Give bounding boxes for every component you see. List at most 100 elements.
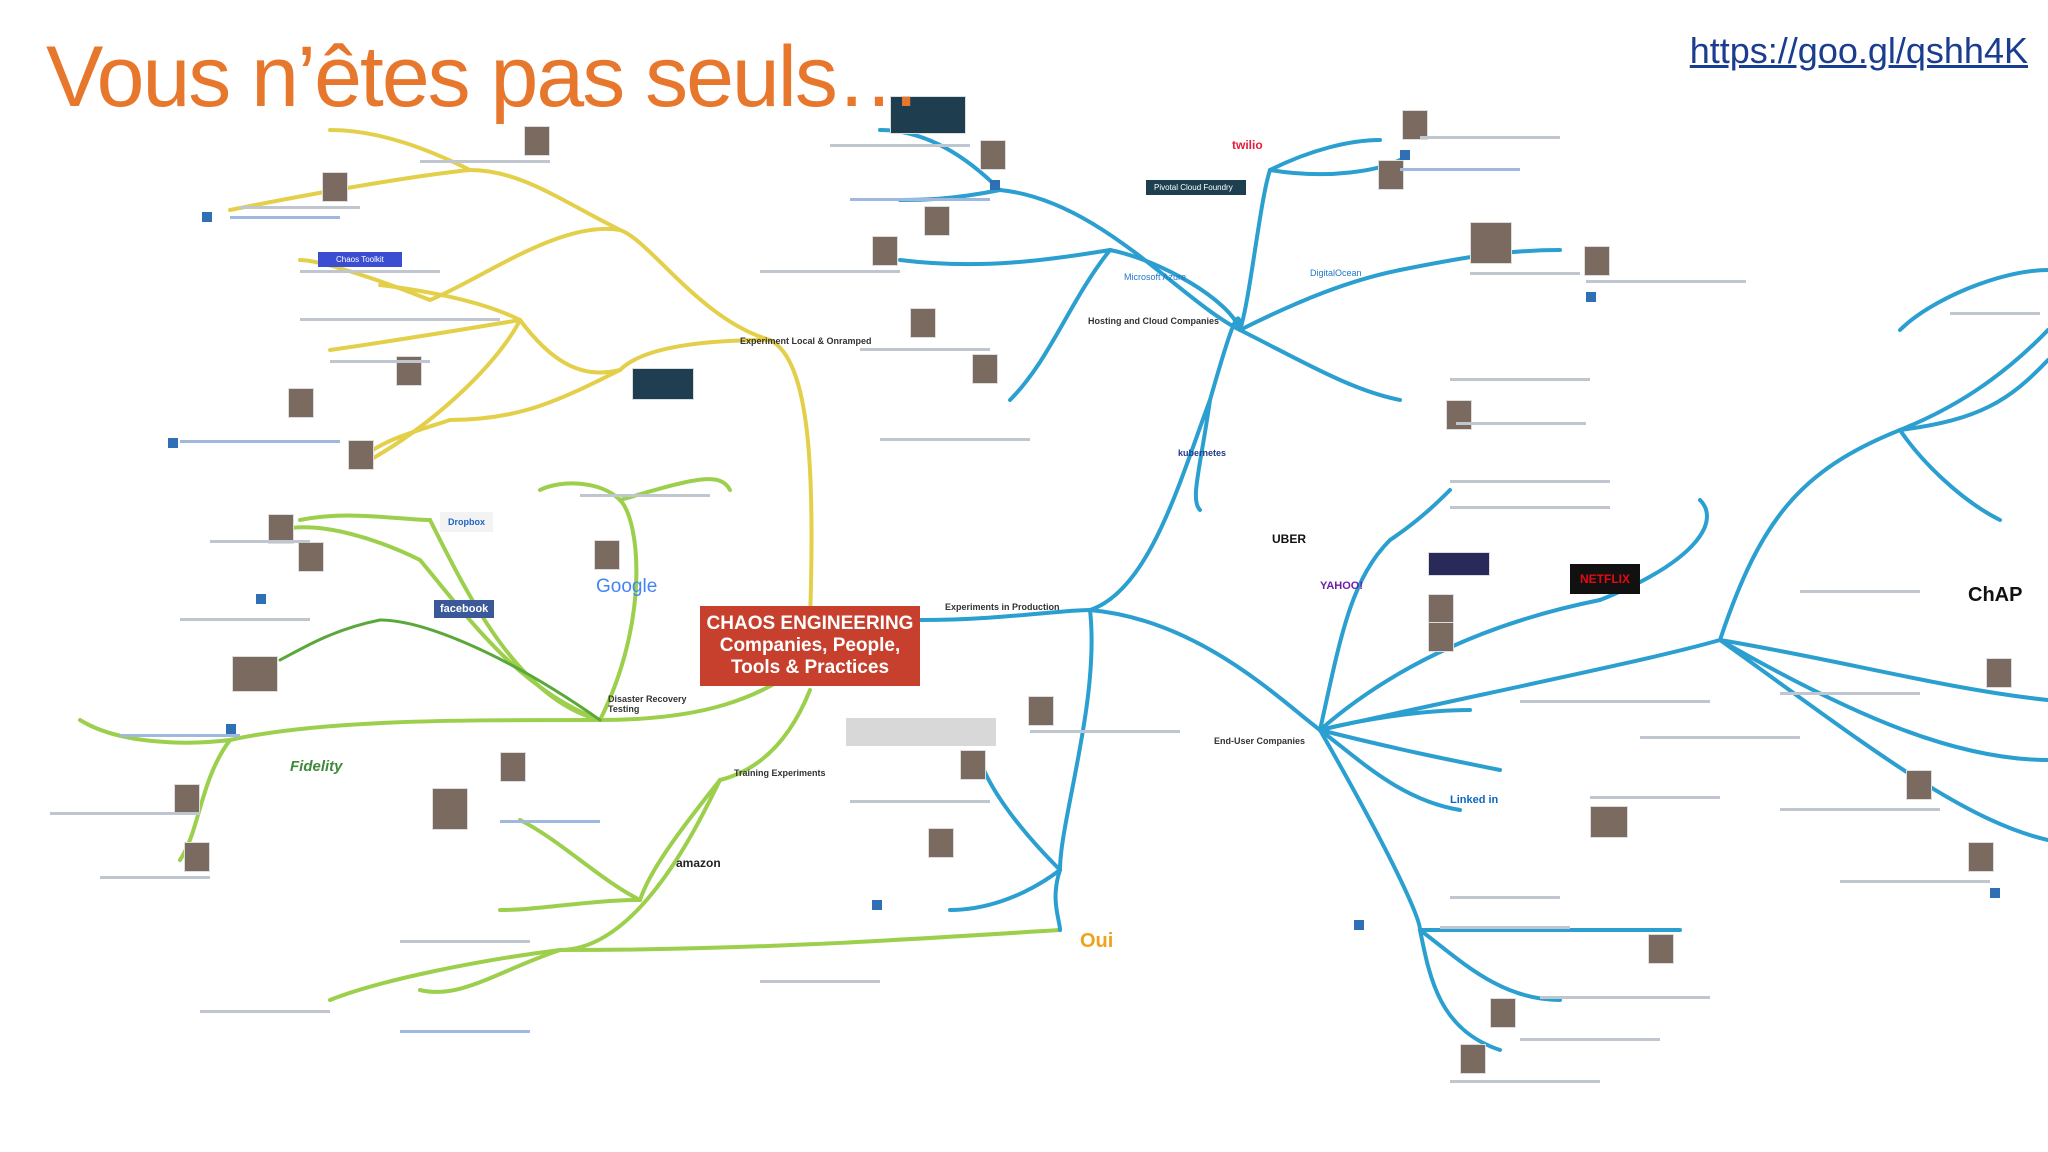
- thumbnail-image: [632, 368, 694, 400]
- branch-disaster-recovery: [78, 477, 812, 862]
- person-photo: [910, 308, 936, 338]
- slide-title: Vous n’êtes pas seuls…: [46, 29, 922, 125]
- branch-training: [328, 688, 1062, 1002]
- central-topic-line2: Companies, People,: [719, 635, 901, 656]
- person-photo: [232, 656, 278, 692]
- node-text: [300, 318, 500, 321]
- amazon-logo: amazon: [676, 856, 721, 870]
- node-text: [1440, 926, 1570, 929]
- cloud-foundry-logo: Pivotal Cloud Foundry: [1146, 180, 1246, 195]
- branch-label-hosting: Hosting and Cloud Companies: [1088, 316, 1220, 326]
- yahoo-logo: YAHOO!: [1320, 580, 1363, 592]
- facebook-logo: facebook: [434, 600, 495, 618]
- branch-label-experiments-local: Experiment Local & Onramped: [740, 336, 872, 346]
- thumbnail-image: [890, 96, 966, 134]
- person-photo: [298, 542, 324, 572]
- thumbnail-image: [846, 718, 996, 746]
- node-text: [580, 494, 710, 497]
- node-text: [760, 270, 900, 273]
- person-photo: [1968, 842, 1994, 872]
- node-text: [860, 348, 990, 351]
- node-text: [240, 206, 360, 209]
- person-photo: [524, 126, 550, 156]
- chap-logo: ChAP: [1968, 584, 2023, 606]
- node-link: [120, 734, 240, 737]
- person-photo: [1446, 400, 1472, 430]
- central-topic-box: CHAOS ENGINEERING Companies, People, Too…: [700, 606, 920, 686]
- twilio-logo: twilio: [1232, 138, 1263, 152]
- uber-logo: UBER: [1272, 532, 1307, 546]
- chaos-toolkit-logo: Chaos Toolkit: [318, 252, 402, 267]
- node-text: [1590, 796, 1720, 799]
- link-icon[interactable]: [226, 724, 236, 734]
- node-text: [1030, 730, 1180, 733]
- node-text: [1470, 272, 1580, 275]
- central-topic-line3: Tools & Practices: [730, 657, 890, 678]
- person-photo: [924, 206, 950, 236]
- node-text: [1456, 422, 1586, 425]
- node-text: [1450, 480, 1610, 483]
- node-text: [880, 438, 1030, 441]
- link-icon[interactable]: [202, 212, 212, 222]
- person-photo: [1986, 658, 2012, 688]
- node-text: [420, 160, 550, 163]
- dropbox-logo: Dropbox: [440, 512, 493, 532]
- node-text: [180, 618, 310, 621]
- branch-label-disaster-recovery: Disaster Recovery Testing: [608, 694, 687, 714]
- node-text: [1520, 1038, 1660, 1041]
- person-photo: [322, 172, 348, 202]
- person-photo: [348, 440, 374, 470]
- link-icon[interactable]: [1400, 150, 1410, 160]
- kubernetes-logo: kubernetes: [1178, 448, 1227, 458]
- node-text: [1420, 136, 1560, 139]
- link-icon[interactable]: [990, 180, 1000, 190]
- node-text: [1450, 1080, 1600, 1083]
- person-photo: [960, 750, 986, 780]
- node-link: [180, 440, 340, 443]
- person-photo: [1490, 998, 1516, 1028]
- person-photo: [184, 842, 210, 872]
- person-photo: [1470, 222, 1512, 264]
- node-text: [330, 360, 430, 363]
- digitalocean-logo: DigitalOcean: [1310, 268, 1362, 278]
- person-photo: [174, 784, 200, 814]
- node-text: [1840, 880, 1990, 883]
- branch-label-end-user: End-User Companies: [1214, 736, 1306, 746]
- central-topic-line1: CHAOS ENGINEERING: [706, 613, 914, 634]
- person-photo: [980, 140, 1006, 170]
- link-icon[interactable]: [256, 594, 266, 604]
- person-photo: [1906, 770, 1932, 800]
- person-photo: [268, 514, 294, 544]
- thumbnail-image: [1428, 552, 1490, 576]
- link-icon[interactable]: [1586, 292, 1596, 302]
- node-text: [200, 1010, 330, 1013]
- azure-logo: Microsoft Azure: [1124, 272, 1187, 282]
- person-photo: [1402, 110, 1428, 140]
- fidelity-logo: Fidelity: [290, 758, 343, 775]
- node-text: [400, 940, 530, 943]
- link-icon[interactable]: [168, 438, 178, 448]
- netflix-logo: NETFLIX: [1570, 564, 1640, 594]
- person-photo: [1028, 696, 1054, 726]
- node-text: [1780, 808, 1940, 811]
- google-logo: Google: [596, 576, 658, 597]
- node-text: [1450, 378, 1590, 381]
- node-text: [50, 812, 200, 815]
- short-link[interactable]: https://goo.gl/qshh4K: [1689, 30, 2028, 71]
- node-text: [1640, 736, 1800, 739]
- person-photo: [288, 388, 314, 418]
- link-icon[interactable]: [872, 900, 882, 910]
- link-icon[interactable]: [1990, 888, 2000, 898]
- branch-dkgreen: [278, 618, 602, 722]
- linkedin-logo: Linked in: [1450, 794, 1499, 806]
- person-photo: [1460, 1044, 1486, 1074]
- person-photo: [1590, 806, 1628, 838]
- node-text: [210, 540, 310, 543]
- node-text: [760, 980, 880, 983]
- node-text: [100, 876, 210, 879]
- node-text: [1540, 996, 1710, 999]
- node-text: [1950, 312, 2040, 315]
- node-link: [850, 198, 990, 201]
- link-icon[interactable]: [1354, 920, 1364, 930]
